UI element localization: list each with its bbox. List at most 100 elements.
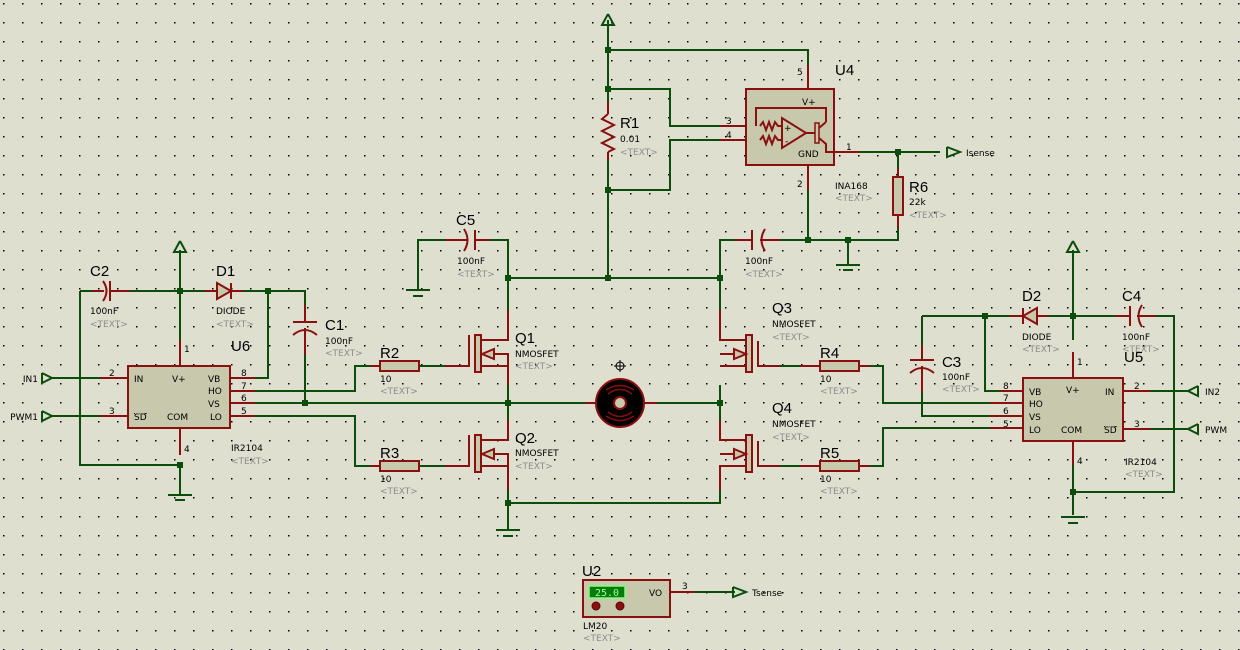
pin-number: 7: [241, 382, 247, 392]
pin-number: 3: [1134, 420, 1140, 430]
pin-number: 6: [241, 394, 247, 404]
value-label: 22k: [909, 198, 926, 208]
component-c1[interactable]: C1 100nF <TEXT>: [292, 305, 363, 359]
component-r1[interactable]: R1 0.01 <TEXT>: [599, 102, 658, 160]
wires: [50, 20, 1190, 593]
pin-name: -: [785, 137, 788, 147]
ref-label: U6: [231, 338, 250, 355]
placeholder-label: <TEXT>: [380, 487, 418, 497]
pin-name: IN: [134, 375, 143, 385]
value-label: INA168: [835, 182, 868, 192]
pin-name: LO: [210, 413, 222, 423]
pin-number: 7: [1003, 394, 1009, 404]
component-r4[interactable]: R4 10 <TEXT>: [800, 345, 870, 397]
placeholder-label: <TEXT>: [620, 148, 658, 158]
pin-name: SD: [134, 413, 147, 423]
terminal-tsense[interactable]: Tsense: [732, 586, 783, 599]
placeholder-label: <TEXT>: [325, 349, 363, 359]
pin-number: 6: [1003, 407, 1009, 417]
terminal-in1[interactable]: IN1: [23, 372, 55, 385]
ref-label: C3: [942, 354, 961, 371]
component-c5[interactable]: C5 100nF <TEXT>: [445, 212, 495, 280]
component-c4[interactable]: C4 100nF <TEXT>: [1115, 288, 1160, 355]
component-c2[interactable]: C2 100nF <TEXT>: [90, 263, 130, 330]
component-r3[interactable]: R3 10 <TEXT>: [370, 445, 420, 497]
value-label: 0.01: [620, 135, 640, 145]
ref-label: Q2: [515, 430, 535, 447]
pin-name: VO: [649, 589, 662, 599]
ref-label: U5: [1124, 349, 1143, 366]
pin-name: IN: [1105, 388, 1114, 398]
pin-number: 1: [846, 143, 852, 153]
terminal-label: PWM: [1205, 426, 1227, 436]
ref-label: D1: [216, 263, 235, 280]
value-label: DIODE: [216, 307, 246, 317]
pin-number: 3: [109, 407, 115, 417]
pin-name: V+: [802, 98, 816, 108]
value-label: 100nF: [90, 307, 118, 317]
component-u5[interactable]: VB HO VS LO V+ IN COM SD 1 2 3 4 8 7 6 5…: [990, 349, 1163, 480]
component-d1[interactable]: D1 DIODE <TEXT>: [205, 263, 254, 330]
ground-icon: [168, 494, 192, 501]
component-u4[interactable]: + - V+ GND 5 3 4 1 2 U4 INA168 <TEXT>: [720, 62, 873, 204]
pin-number: 8: [241, 369, 247, 379]
value-label: 100nF: [457, 257, 485, 267]
temperature-display: 25.0: [595, 588, 619, 599]
power-arrow-icon: [172, 240, 188, 253]
value-label: IR2104: [231, 444, 263, 454]
placeholder-label: <TEXT>: [90, 320, 128, 330]
terminal-label: IN2: [1205, 388, 1220, 398]
terminal-label: IN1: [23, 375, 38, 385]
ref-label: Q4: [772, 400, 792, 417]
value-label: NMOSFET: [772, 420, 816, 430]
pin-number: 1: [184, 345, 190, 355]
placeholder-label: <TEXT>: [772, 333, 810, 343]
placeholder-label: <TEXT>: [1122, 345, 1160, 355]
terminal-pwm[interactable]: PWM: [1185, 423, 1227, 436]
motor-icon[interactable]: [585, 378, 657, 428]
ref-label: U2: [582, 563, 601, 580]
value-label: DIODE: [1022, 333, 1052, 343]
terminal-pwm1[interactable]: PWM1: [10, 410, 55, 423]
component-q4[interactable]: Q4 NMOSFET <TEXT>: [719, 400, 816, 490]
ground-icon: [1061, 516, 1085, 524]
pin-name: SD: [1104, 426, 1117, 436]
value-label: 100nF: [1122, 333, 1150, 343]
terminal-isense[interactable]: Isense: [946, 146, 995, 159]
terminal-in2[interactable]: IN2: [1185, 385, 1220, 398]
component-r6[interactable]: R6 22k <TEXT>: [892, 168, 947, 228]
component-d2[interactable]: D2 DIODE <TEXT>: [1010, 288, 1060, 355]
pin-number: 4: [184, 445, 190, 455]
component-q3[interactable]: Q3 NMOSFET <TEXT>: [719, 300, 816, 373]
placeholder-label: <TEXT>: [1125, 470, 1163, 480]
value-label: 10: [820, 375, 832, 385]
value-label: 100nF: [745, 257, 773, 267]
component-r2[interactable]: R2 10 <TEXT>: [370, 345, 420, 397]
pin-name: V+: [1066, 386, 1080, 396]
value-label: LM20: [583, 622, 608, 632]
component-u2[interactable]: 25.0 VO 3 U2 LM20 <TEXT>: [582, 563, 695, 644]
value-label: 10: [380, 375, 392, 385]
value-label: 10: [820, 475, 832, 485]
pin-name: VS: [208, 400, 220, 410]
placeholder-label: <TEXT>: [1022, 345, 1060, 355]
component-q1[interactable]: Q1 NMOSFET <TEXT>: [445, 310, 559, 385]
component-c3[interactable]: C3 100nF <TEXT>: [909, 345, 980, 395]
placeholder-label: <TEXT>: [772, 433, 810, 443]
placeholder-label: <TEXT>: [457, 270, 495, 280]
pin-name: VB: [208, 375, 220, 385]
pin-name: +: [784, 124, 792, 134]
component-r5[interactable]: R5 10 <TEXT>: [800, 445, 870, 497]
component-q2[interactable]: Q2 NMOSFET <TEXT>: [445, 420, 559, 490]
ref-label: Q1: [515, 330, 535, 347]
component-u6[interactable]: IN V+ VB HO VS LO SD COM 1 2 3 4 5 6 7 8…: [100, 338, 269, 467]
component-c6[interactable]: 100nF <TEXT>: [735, 228, 783, 280]
power-arrow-icon: [1065, 240, 1081, 253]
placeholder-label: <TEXT>: [820, 487, 858, 497]
ground-icon: [836, 264, 860, 271]
pin-number: 2: [109, 369, 115, 379]
ref-label: R2: [380, 345, 399, 362]
terminal-label: PWM1: [10, 413, 38, 423]
ground-icon: [406, 289, 430, 297]
